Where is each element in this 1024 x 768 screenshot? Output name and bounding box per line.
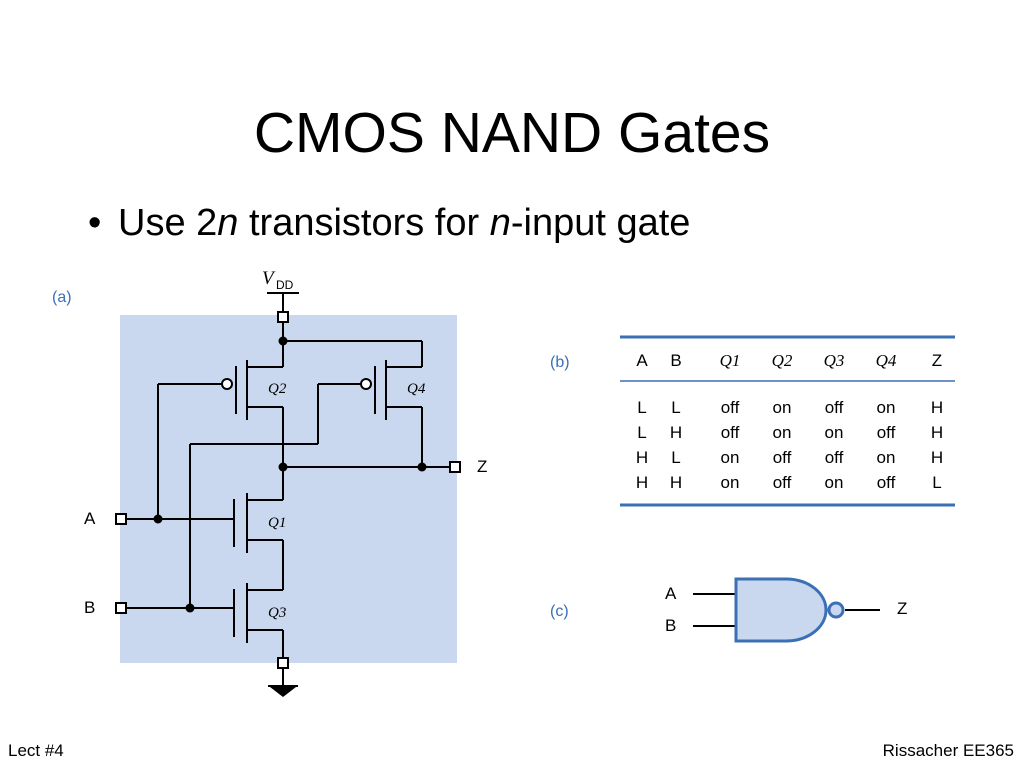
nand-output-bubble-icon	[827, 601, 845, 619]
junction-dot-icon	[278, 336, 288, 346]
bullet-var-n1: n	[217, 202, 239, 244]
table-cell: on	[825, 473, 844, 492]
table-cell: H	[636, 473, 648, 492]
vdd-subscript: DD	[276, 278, 294, 292]
junction-dot-icon	[153, 514, 163, 524]
table-cell: H	[931, 423, 943, 442]
table-cell: H	[670, 473, 682, 492]
schematic-input-b-label: B	[84, 598, 95, 617]
q4-label: Q4	[407, 381, 426, 397]
table-cell: on	[721, 448, 740, 467]
bullet-text-suffix: -input gate	[510, 202, 691, 244]
gate-input-a-label: A	[665, 584, 677, 603]
bullet-var-n2: n	[489, 202, 511, 244]
table-cell: H	[636, 448, 648, 467]
panel-a-label: (a)	[52, 289, 72, 306]
table-header-cell: Q1	[720, 351, 741, 370]
table-cell: L	[637, 423, 646, 442]
table-cell: off	[877, 473, 896, 492]
footer-course: Rissacher EE365	[882, 741, 1014, 760]
gate-input-b-label: B	[665, 616, 676, 635]
table-cell: L	[671, 448, 680, 467]
table-cell: on	[877, 448, 896, 467]
table-cell: off	[721, 398, 740, 417]
bullet-item: •Use 2n transistors for n-input gate	[88, 198, 690, 248]
q3-label: Q3	[268, 605, 286, 621]
table-cell: off	[721, 423, 740, 442]
table-cell: off	[877, 423, 896, 442]
schematic-output-z-label: Z	[477, 457, 487, 476]
junction-dot-icon	[417, 462, 427, 472]
table-cell: on	[877, 398, 896, 417]
table-header-cell: Q2	[772, 351, 793, 370]
q2-gate-bubble-icon	[221, 378, 233, 390]
table-cell: off	[773, 473, 792, 492]
bullet-text-mid: transistors for	[238, 202, 490, 244]
panel-c-label: (c)	[550, 603, 569, 620]
nand-gate-body-icon	[734, 577, 828, 643]
q2-label: Q2	[268, 381, 287, 397]
bullet-dot-icon: •	[88, 202, 102, 244]
table-header-cell: B	[670, 351, 681, 370]
footer-lecture: Lect #4	[8, 741, 64, 760]
table-cell: off	[773, 448, 792, 467]
panel-b-label: (b)	[550, 354, 570, 371]
table-cell: on	[721, 473, 740, 492]
gate-output-z-label: Z	[897, 599, 907, 618]
table-cell: off	[825, 448, 844, 467]
table-cell: on	[773, 398, 792, 417]
table-cell: H	[931, 398, 943, 417]
table-header-cell: Q3	[824, 351, 845, 370]
table-cell: on	[773, 423, 792, 442]
input-a-terminal-icon	[115, 513, 127, 525]
table-cell: H	[670, 423, 682, 442]
table-cell: H	[931, 448, 943, 467]
vdd-label: V	[262, 268, 276, 289]
table-cell: L	[637, 398, 646, 417]
junction-dot-icon	[278, 462, 288, 472]
table-cell: on	[825, 423, 844, 442]
schematic-background	[120, 315, 457, 663]
output-terminal-icon	[449, 461, 461, 473]
table-cell: L	[671, 398, 680, 417]
schematic-input-a-label: A	[84, 509, 96, 528]
table-header-cell: Q4	[876, 351, 897, 370]
bullet-text-prefix: Use 2	[118, 202, 218, 244]
slide-title: CMOS NAND Gates	[253, 101, 771, 165]
table-header-cell: A	[636, 351, 648, 370]
ground-terminal-icon	[277, 657, 289, 669]
ground-icon	[270, 687, 296, 697]
q1-label: Q1	[268, 515, 286, 531]
vdd-terminal-icon	[277, 311, 289, 323]
table-cell: off	[825, 398, 844, 417]
q4-gate-bubble-icon	[360, 378, 372, 390]
input-b-terminal-icon	[115, 602, 127, 614]
gate-symbol-wires	[693, 593, 880, 627]
table-header-cell: Z	[932, 351, 942, 370]
table-cell: L	[932, 473, 941, 492]
junction-dot-icon	[185, 603, 195, 613]
